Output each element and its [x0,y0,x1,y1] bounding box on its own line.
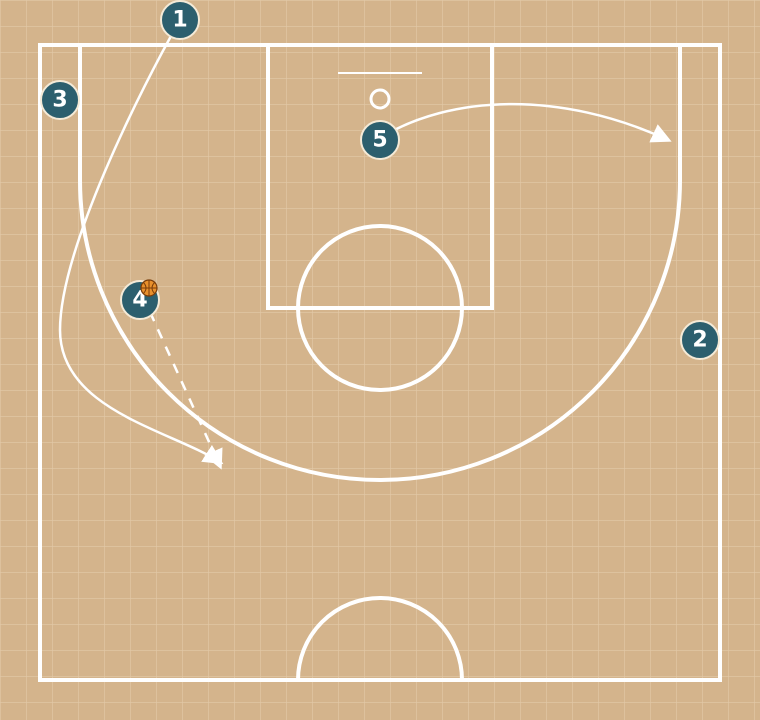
player-3-label: 3 [52,88,67,113]
player-5-marker [360,120,400,160]
paint-lane [266,43,494,310]
three-point-line [78,45,682,482]
player-2-label: 2 [692,328,707,353]
rim [369,88,391,110]
player-5-label: 5 [372,128,387,153]
player-3-marker [40,80,80,120]
free-throw-circle [296,224,464,392]
cut-player-5 [379,102,672,143]
player-1-marker [160,0,200,40]
player-2[interactable]: 2 [680,320,720,360]
player-4[interactable]: 4 [120,279,160,320]
player-1[interactable]: 1 [160,0,200,40]
cut-player-1 [58,19,224,465]
court-lines [38,43,722,682]
player-5[interactable]: 5 [360,120,400,160]
pass-player-4 [148,311,223,470]
player-1-label: 1 [172,8,187,33]
player-3[interactable]: 3 [40,80,80,120]
center-circle [296,596,464,681]
basketball-icon [140,279,158,297]
player-2-marker [680,320,720,360]
